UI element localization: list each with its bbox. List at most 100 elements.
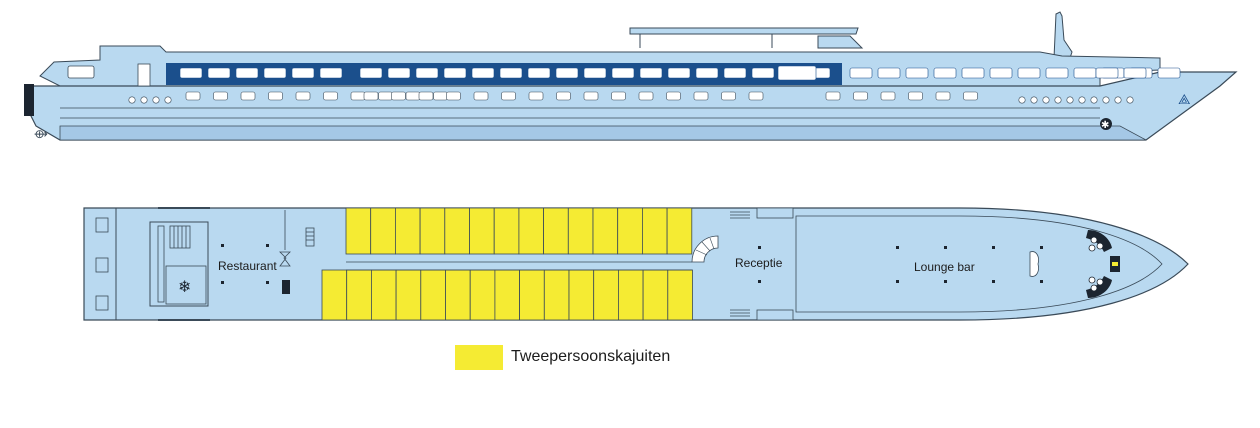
mast: [1053, 11, 1073, 59]
porthole: [1078, 96, 1086, 104]
anchor-icon: [1100, 118, 1112, 130]
cabin: [493, 207, 520, 255]
cabin: [667, 269, 693, 321]
cabin: [420, 269, 446, 321]
cabin: [642, 269, 669, 321]
window: [639, 67, 663, 79]
window: [350, 91, 366, 101]
cabin: [445, 269, 471, 321]
window: [499, 67, 523, 79]
reception-label: Receptie: [735, 256, 783, 270]
window: [501, 91, 516, 101]
porthole: [128, 96, 136, 104]
cabin: [642, 207, 668, 255]
cabin: [419, 207, 446, 255]
cabin: [518, 207, 545, 255]
lounge-bar-counter: [1029, 251, 1039, 277]
window: [363, 91, 379, 101]
window: [471, 67, 495, 79]
window: [378, 91, 393, 101]
cabins-top-row: [345, 207, 693, 255]
porthole: [1114, 96, 1122, 104]
cabin: [321, 269, 348, 321]
window: [853, 91, 868, 101]
window: [240, 91, 256, 101]
lounge-outline: [795, 215, 1163, 313]
window: [695, 67, 719, 79]
propeller-icon: ⟴: [34, 127, 48, 141]
window: [359, 67, 383, 79]
window: [748, 91, 764, 101]
legend-label: Tweepersoonskajuiten: [511, 348, 671, 365]
window: [291, 67, 315, 79]
cabin: [592, 207, 619, 255]
window: [527, 67, 551, 79]
svg-text:✱: ✱: [1101, 120, 1109, 131]
cabin: [568, 269, 595, 321]
window: [961, 67, 985, 79]
cabins-bottom-row: [321, 269, 693, 321]
porthole: [1042, 96, 1050, 104]
porthole: [1090, 96, 1098, 104]
legend-swatch: [455, 344, 503, 370]
window: [213, 91, 228, 101]
cabin: [345, 207, 372, 255]
snowflake-icon: ❄: [178, 277, 191, 296]
window: [556, 91, 571, 101]
sun-deck-canopy: [629, 27, 859, 35]
window: [666, 91, 681, 101]
window: [295, 91, 311, 101]
cabin: [618, 269, 644, 321]
window: [179, 67, 203, 79]
window: [611, 91, 626, 101]
window: [268, 91, 283, 101]
bow-logo: ⟁: [1178, 92, 1191, 108]
lift-icon: [279, 251, 291, 267]
porthole: [1102, 96, 1110, 104]
cabin: [593, 269, 619, 321]
window: [611, 67, 635, 79]
window: [528, 91, 544, 101]
window: [935, 91, 951, 101]
window: [825, 91, 841, 101]
window: [583, 91, 599, 101]
hull: [27, 71, 1238, 141]
cabin: [519, 269, 545, 321]
window: [638, 91, 654, 101]
legend: Tweepersoonskajuiten: [455, 344, 670, 370]
cabin: [567, 207, 594, 255]
window: [1017, 67, 1041, 79]
portholes: [128, 96, 1134, 104]
window: [880, 91, 896, 101]
cabin: [346, 269, 372, 321]
window: [433, 91, 448, 101]
window: [443, 67, 467, 79]
window: [908, 91, 923, 101]
cabin: [469, 269, 496, 321]
cabin: [370, 269, 397, 321]
window: [446, 91, 461, 101]
window: [1157, 67, 1181, 79]
upper-windows: [179, 65, 1181, 81]
porthole: [1126, 96, 1134, 104]
window: [391, 91, 406, 101]
cabin: [494, 269, 520, 321]
stern-panel: [24, 84, 34, 116]
window: [405, 91, 421, 101]
window: [415, 67, 439, 79]
cabin: [469, 207, 495, 255]
cabin: [666, 207, 693, 255]
window: [185, 91, 201, 101]
window: [1123, 67, 1147, 79]
window: [418, 91, 434, 101]
window: [693, 91, 709, 101]
window: [751, 67, 775, 79]
cabin: [543, 207, 569, 255]
porthole: [1018, 96, 1026, 104]
stairs-icon: [169, 225, 191, 249]
restaurant-label: Restaurant: [218, 259, 277, 273]
window: [723, 67, 747, 79]
lower-windows: [185, 91, 978, 101]
cabin: [444, 207, 470, 255]
porthole: [140, 96, 148, 104]
